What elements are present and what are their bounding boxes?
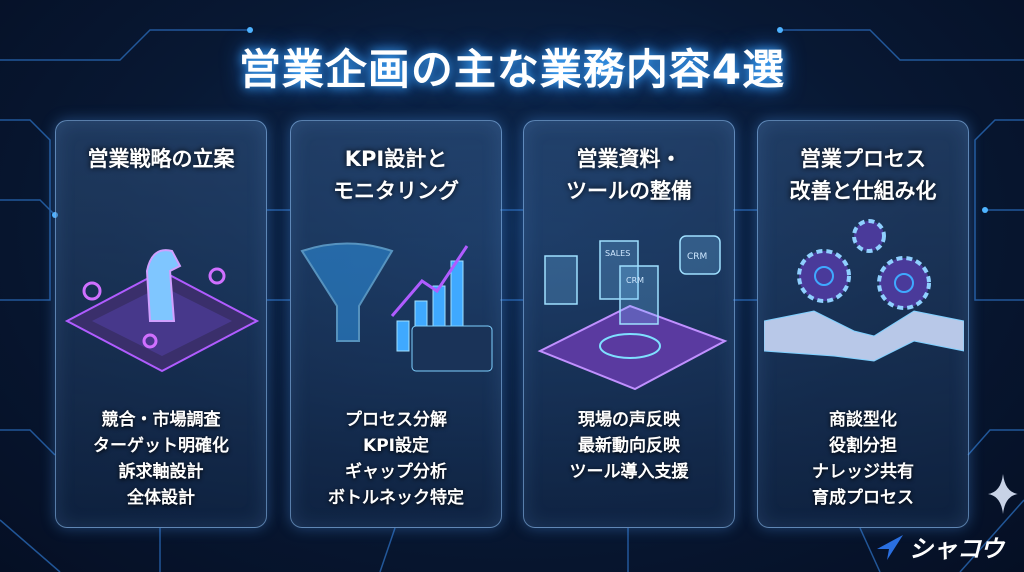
list-item: ターゲット明確化 xyxy=(93,436,229,456)
chess-board-illustration xyxy=(64,249,260,373)
crm-label: CRM xyxy=(687,252,707,262)
funnel-icon xyxy=(300,242,394,342)
heading-line: 営業プロセス xyxy=(800,147,926,171)
doc-label: CRM xyxy=(626,276,644,285)
trend-arrow-icon xyxy=(390,245,469,317)
tablet-icon xyxy=(537,304,728,391)
document-icon xyxy=(544,255,578,305)
list-item: 最新動向反映 xyxy=(578,436,680,456)
logo-text: シャコウ xyxy=(908,535,1004,563)
card-sales-materials: 営業資料・ツールの整備 SALES CRM CRM 現場の声反映 最新動向反映 … xyxy=(523,120,735,528)
list-item: 競合・市場調査 xyxy=(101,410,221,430)
list-item: ナレッジ共有 xyxy=(812,462,914,482)
item-list: 現場の声反映 最新動向反映 ツール導入支援 xyxy=(524,407,734,485)
card-heading: 営業プロセス改善と仕組み化 xyxy=(758,143,968,207)
list-item: 全体設計 xyxy=(127,488,195,508)
tablet-documents-illustration: SALES CRM CRM xyxy=(537,235,728,391)
doc-label: SALES xyxy=(605,249,630,258)
logo-arrow-icon xyxy=(876,534,903,560)
list-item: ギャップ分析 xyxy=(345,462,447,482)
item-list: プロセス分解 KPI設定 ギャップ分析 ボトルネック特定 xyxy=(291,407,501,511)
page-title: 営業企画の主な業務内容4選 xyxy=(238,45,786,94)
sparkle-icon xyxy=(988,474,1018,514)
list-item: 育成プロセス xyxy=(812,488,914,508)
card-heading: 営業資料・ツールの整備 xyxy=(524,143,734,207)
card-heading: 営業戦略の立案 xyxy=(56,143,266,175)
heading-line: 営業資料・ xyxy=(576,147,682,171)
card-sales-strategy: 営業戦略の立案 競合・市場調査 ターゲット明確化 訴求軸設計 全体設計 xyxy=(55,120,267,528)
list-item: KPI設定 xyxy=(363,436,429,456)
item-list: 商談型化 役割分担 ナレッジ共有 育成プロセス xyxy=(758,407,968,511)
heading-line: KPI設計と xyxy=(344,147,448,171)
card-kpi-design: KPI設計とモニタリング プロセス分解 KPI設定 ギャップ分析 ボトルネック特… xyxy=(290,120,502,528)
item-list: 競合・市場調査 ターゲット明確化 訴求軸設計 全体設計 xyxy=(56,407,266,511)
gears-handshake-illustration xyxy=(764,219,964,362)
gear-icon xyxy=(797,219,931,310)
list-item: ボトルネック特定 xyxy=(328,488,464,508)
heading-line: ツールの整備 xyxy=(566,179,692,203)
document-icon xyxy=(599,240,639,300)
list-item: ツール導入支援 xyxy=(569,462,689,482)
heading-line: 改善と仕組み化 xyxy=(789,179,937,203)
document-icon xyxy=(619,265,659,325)
heading-line: 営業戦略の立案 xyxy=(87,147,235,171)
heading-line: モニタリング xyxy=(333,179,459,203)
card-heading: KPI設計とモニタリング xyxy=(291,143,501,207)
handshake-icon xyxy=(764,310,964,362)
crm-badge-icon xyxy=(679,235,721,275)
list-item: 役割分担 xyxy=(829,436,897,456)
funnel-chart-illustration xyxy=(300,242,493,372)
list-item: 商談型化 xyxy=(829,410,897,430)
list-item: 訴求軸設計 xyxy=(118,462,204,482)
brand-logo: シャコウ xyxy=(875,529,1004,564)
list-item: 現場の声反映 xyxy=(578,410,680,430)
card-process-improvement: 営業プロセス改善と仕組み化 商談型化 役割分担 ナレッジ共有 育成プロセス xyxy=(757,120,969,528)
chess-knight-icon xyxy=(145,249,182,322)
list-item: プロセス分解 xyxy=(345,410,447,430)
